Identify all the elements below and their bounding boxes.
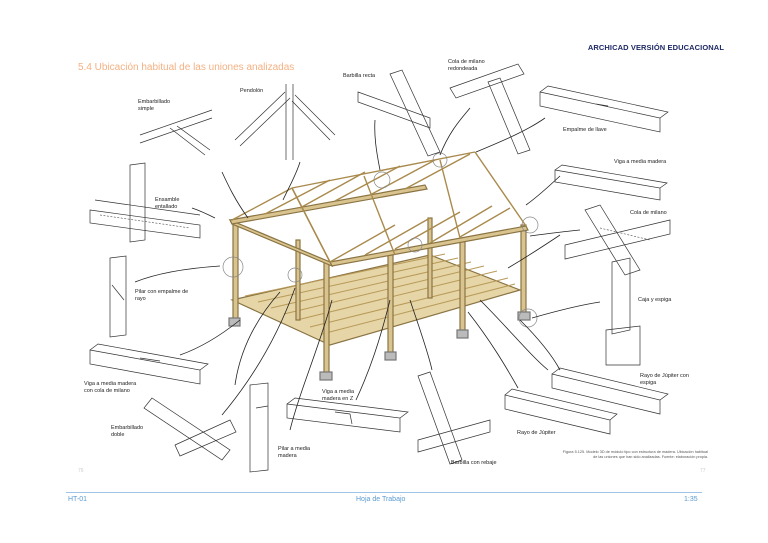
label-rayo-jupiter-espiga: Rayo de Júpiter con espiga bbox=[640, 373, 689, 386]
label-embarbillado-doble: Embarbillado doble bbox=[111, 425, 144, 438]
joint-sketches bbox=[89, 63, 671, 473]
section-title: 5.4 Ubicación habitual de las uniones an… bbox=[78, 62, 295, 73]
timber-structure bbox=[228, 151, 531, 381]
joint-highlights bbox=[222, 152, 539, 328]
label-rayo-jupiter: Rayo de Júpiter bbox=[517, 430, 556, 436]
figure-caption: Figura 5.125. Modelo 3D de módulo tipo c… bbox=[562, 450, 708, 459]
footer-scale: 1:35 bbox=[684, 496, 698, 503]
label-viga-media-madera: Viga a media madera bbox=[614, 159, 667, 165]
brand-watermark: ARCHICAD VERSIÓN EDUCACIONAL bbox=[587, 43, 724, 52]
label-pilar-media-madera: Pilar a media madera bbox=[278, 446, 311, 459]
label-viga-cola-milano: Viga a media madera con cola de milano bbox=[84, 381, 137, 394]
label-viga-media-madera-z: Viga a media madera en Z bbox=[322, 389, 355, 402]
label-empalme-llave: Empalme de llave bbox=[563, 127, 607, 133]
footer-divider bbox=[66, 492, 702, 493]
label-ensamble-entallado: Ensamble entallado bbox=[155, 197, 180, 210]
label-cola-milano: Cola de milano bbox=[630, 210, 667, 216]
label-barbilla-recta: Barbilla recta bbox=[343, 73, 376, 79]
footer-title: Hoja de Trabajo bbox=[356, 496, 406, 503]
label-barbilla-rebaje: Barbilla con rebaje bbox=[451, 460, 497, 466]
label-embarbillado-simple: Embarbillado simple bbox=[138, 99, 171, 112]
callout-arrows bbox=[134, 107, 601, 431]
label-pendolon: Pendolón bbox=[240, 88, 264, 94]
label-caja-espiga: Caja y espiga bbox=[638, 297, 672, 303]
page-mark-right: 77 bbox=[700, 468, 706, 474]
footer-sheet-id: HT-01 bbox=[68, 496, 88, 503]
label-pilar-empalme-rayo: Pilar con empalme de rayo bbox=[135, 289, 189, 302]
page-mark-left: 76 bbox=[78, 468, 84, 474]
label-cola-milano-redondeada: Cola de milano redondeada bbox=[448, 59, 485, 72]
